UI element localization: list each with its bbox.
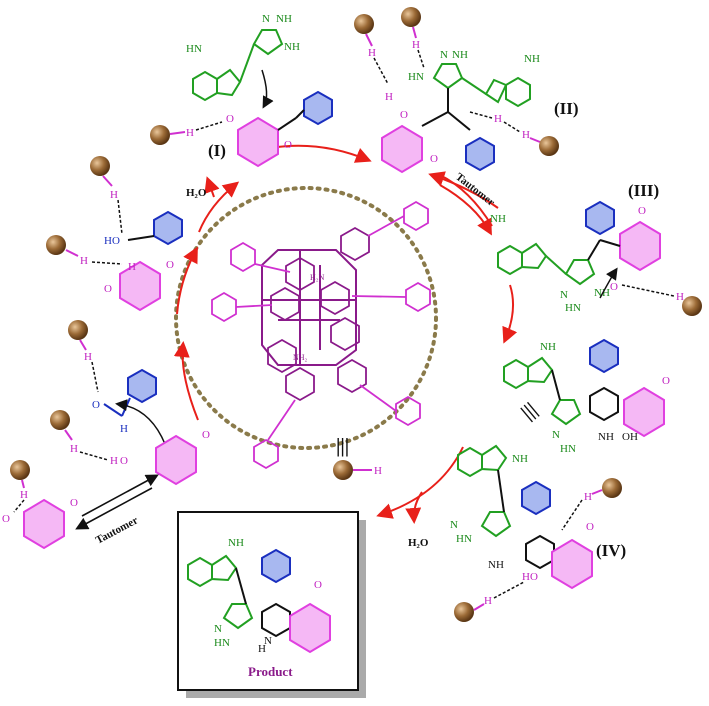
stage-three-intermediate: NH N HN NH O O H <box>490 200 702 316</box>
svg-text:HN: HN <box>456 533 472 545</box>
svg-text:O: O <box>314 579 322 591</box>
svg-text:N: N <box>214 623 222 635</box>
svg-text:O: O <box>92 399 100 411</box>
svg-text:O: O <box>610 281 618 293</box>
svg-text:O: O <box>202 429 210 441</box>
svg-text:NH: NH <box>488 559 504 571</box>
svg-text:O: O <box>166 259 174 271</box>
svg-text:H: H <box>110 455 118 467</box>
stage-label-one: (I) <box>208 141 226 160</box>
svg-text:O: O <box>2 513 10 525</box>
svg-text:N: N <box>552 429 560 441</box>
svg-text:O: O <box>226 113 234 125</box>
svg-text:NH: NH <box>598 431 614 443</box>
svg-text:HN: HN <box>214 637 230 649</box>
svg-text:HN: HN <box>560 443 576 455</box>
catalyst-nh2-label-top: H₂N <box>310 273 325 282</box>
tautomer-label-bottom: Tautomer <box>94 514 140 546</box>
svg-text:H: H <box>20 489 28 501</box>
svg-text:N: N <box>440 49 448 61</box>
svg-text:NH: NH <box>524 53 540 65</box>
svg-text:H: H <box>676 291 684 303</box>
svg-text:H: H <box>385 91 393 103</box>
svg-text:H: H <box>120 423 128 435</box>
svg-text:N: N <box>262 13 270 25</box>
svg-text:H: H <box>258 643 266 655</box>
svg-text:NH: NH <box>490 213 506 225</box>
svg-text:NH: NH <box>284 41 300 53</box>
water-label-top: H₂O <box>186 187 207 199</box>
tautomer-equilibrium-arrows <box>75 474 159 530</box>
svg-text:NH: NH <box>452 49 468 61</box>
svg-text:H: H <box>70 443 78 455</box>
svg-text:H: H <box>84 351 92 363</box>
svg-text:HN: HN <box>186 43 202 55</box>
svg-text:H: H <box>494 113 502 125</box>
equiv-symbol-center: ||| <box>336 435 349 457</box>
svg-text:O: O <box>284 139 292 151</box>
stage-label-four: (IV) <box>596 541 626 560</box>
svg-text:O: O <box>120 455 128 467</box>
svg-text:H: H <box>412 39 420 51</box>
catalyst-framework <box>261 226 370 402</box>
svg-text:OH: OH <box>622 431 638 443</box>
urea-arms <box>211 200 431 470</box>
stage-label-three: (III) <box>628 181 659 200</box>
equiv-symbol-right: ||| <box>517 398 541 423</box>
product-label: Product <box>248 664 293 679</box>
hydroxy-adduct: H HO O O H H <box>46 156 183 312</box>
svg-text:O: O <box>430 153 438 165</box>
svg-text:O: O <box>638 205 646 217</box>
dione-keto-form: H O O <box>2 460 78 550</box>
water-label-bottom: H₂O <box>408 537 429 549</box>
catalyst-bead-center <box>333 460 353 480</box>
svg-text:N: N <box>264 635 272 647</box>
catalyst-boundary-circle <box>174 186 438 450</box>
svg-text:HN: HN <box>565 302 581 314</box>
svg-text:O: O <box>104 283 112 295</box>
svg-text:NH: NH <box>276 13 292 25</box>
stage-two-intermediate: H H H O O HN N NH NH H H <box>354 7 559 174</box>
stage-label-two: (II) <box>554 99 579 118</box>
benzaldehyde-activation: H O H H H O O <box>50 320 210 486</box>
svg-text:HO: HO <box>104 235 120 247</box>
svg-text:H: H <box>484 595 492 607</box>
stage-one-intermediate: HN N NH NH O O H <box>150 13 333 168</box>
svg-text:H: H <box>80 255 88 267</box>
svg-text:H: H <box>368 47 376 59</box>
svg-text:N: N <box>450 519 458 531</box>
svg-text:O: O <box>662 375 670 387</box>
svg-text:NH: NH <box>540 341 556 353</box>
product-box: NH N HN O H N Product <box>177 511 366 698</box>
svg-text:H: H <box>110 189 118 201</box>
svg-text:H: H <box>128 261 136 273</box>
svg-text:HO: HO <box>522 571 538 583</box>
svg-text:O: O <box>400 109 408 121</box>
catalyst-h-center: H <box>374 465 382 477</box>
svg-text:N: N <box>560 289 568 301</box>
svg-text:NH: NH <box>228 537 244 549</box>
svg-text:O: O <box>586 521 594 533</box>
svg-text:O: O <box>70 497 78 509</box>
cyclized-intermediate: NH N HN O NH OH <box>503 338 670 455</box>
svg-text:H: H <box>584 491 592 503</box>
stage-four-intermediate: NH N HN O NH HO H H <box>450 444 622 622</box>
catalyst-nh2-label-bottom: NH₂ <box>293 353 308 362</box>
svg-text:HN: HN <box>408 71 424 83</box>
svg-text:NH: NH <box>512 453 528 465</box>
svg-text:H: H <box>186 127 194 139</box>
svg-text:H: H <box>522 129 530 141</box>
